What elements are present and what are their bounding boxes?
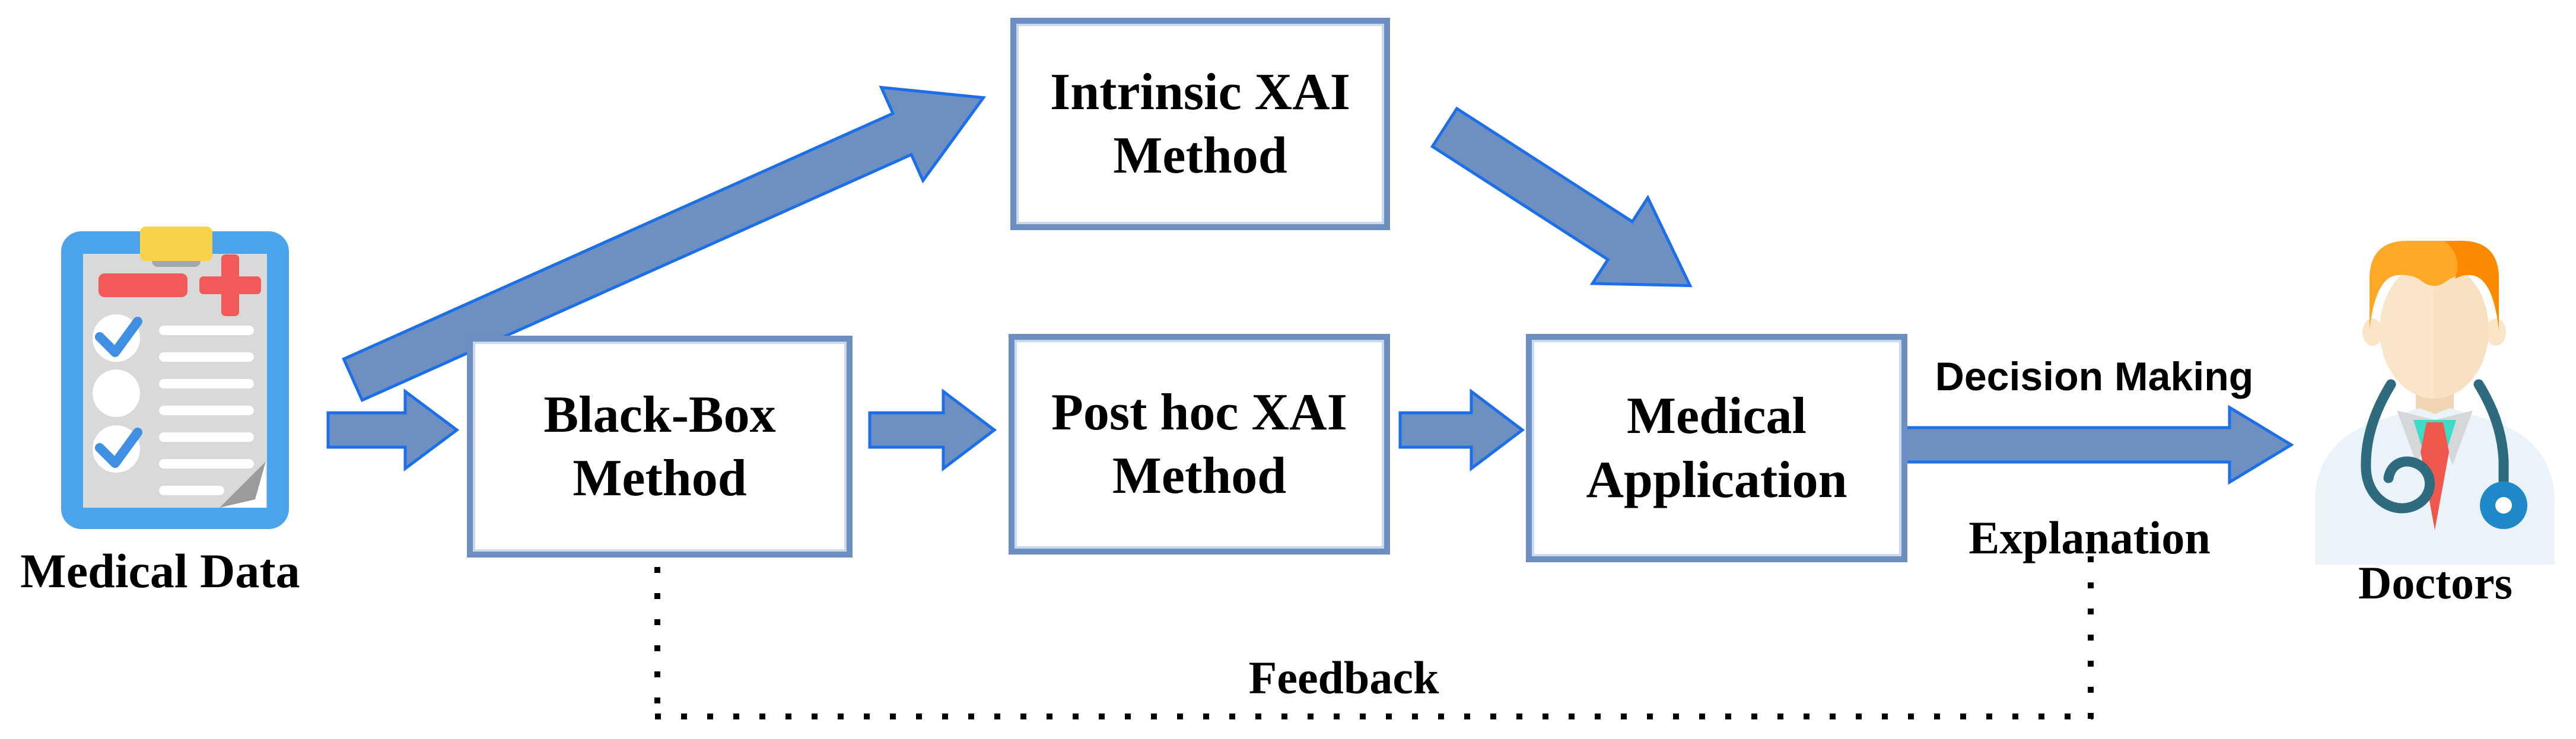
explanation-label: Explanation [1968, 512, 2211, 563]
node-black-box-method-label: Black-Box Method [543, 383, 775, 511]
node-intrinsic-line1: Intrinsic XAI [1050, 63, 1351, 121]
arrow-data-to-blackbox [326, 388, 460, 472]
node-intrinsic-xai-method-label: Intrinsic XAI Method [1050, 60, 1350, 188]
doctors-caption: Doctors [2358, 557, 2513, 609]
arrow-posthoc-to-medapp [1398, 388, 1525, 472]
doctor-avatar-icon [2315, 241, 2555, 565]
node-medical-application: Medical Application [1526, 334, 1907, 562]
node-blackbox-line2: Method [573, 450, 747, 507]
arrow-intrinsic-to-medapp [1430, 106, 1693, 288]
arrow-data-to-intrinsic [342, 85, 987, 402]
node-medapp-line1: Medical [1626, 387, 1807, 445]
node-blackbox-line1: Black-Box [543, 386, 776, 444]
node-intrinsic-xai-method: Intrinsic XAI Method [1010, 18, 1390, 230]
node-medapp-line2: Application [1586, 451, 1847, 509]
node-posthoc-line2: Method [1112, 447, 1287, 505]
decision-making-label: Decision Making [1935, 354, 2254, 399]
node-medical-application-label: Medical Application [1586, 384, 1847, 512]
node-post-hoc-xai-method-label: Post hoc XAI Method [1051, 381, 1347, 508]
node-post-hoc-xai-method: Post hoc XAI Method [1009, 334, 1390, 555]
feedback-label: Feedback [1248, 652, 1439, 703]
clipboard-checklist-icon [61, 227, 289, 529]
arrow-blackbox-to-posthoc [868, 388, 997, 472]
node-posthoc-line1: Post hoc XAI [1051, 383, 1347, 441]
node-black-box-method: Black-Box Method [467, 336, 853, 558]
feedback-dotted-path [654, 556, 2094, 719]
medical-data-caption: Medical Data [20, 544, 300, 598]
arrow-medapp-to-doctors [1904, 404, 2294, 485]
node-intrinsic-line2: Method [1113, 127, 1287, 184]
